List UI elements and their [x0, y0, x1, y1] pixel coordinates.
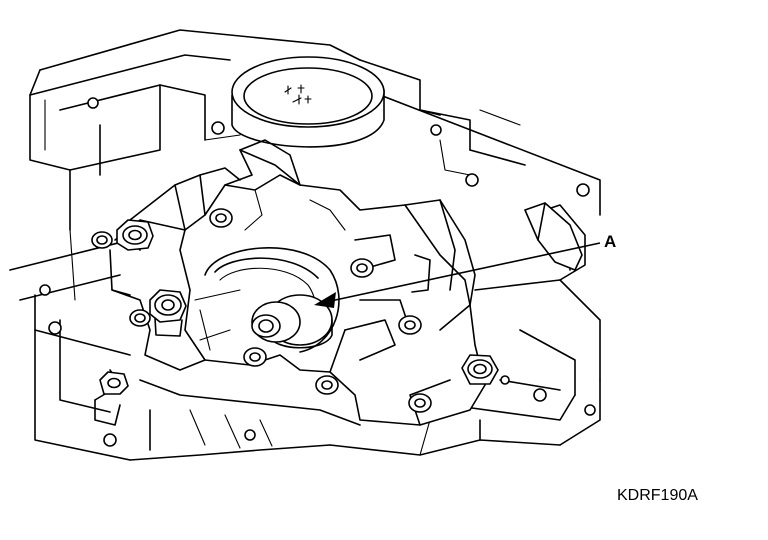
bolt	[209, 208, 233, 228]
bolt	[350, 258, 374, 278]
oil-filter-cap	[231, 56, 385, 148]
right-bracket	[524, 202, 583, 271]
bolts	[91, 208, 499, 413]
callout-arrow	[314, 242, 601, 308]
oil-pump-housing	[109, 139, 486, 426]
bolt	[116, 219, 154, 251]
engine-block-outline	[9, 29, 601, 461]
figure-code: KDRF190A	[617, 487, 698, 504]
cap-marking-glyphs	[284, 84, 312, 105]
bolt	[398, 315, 422, 335]
bolt	[243, 347, 267, 367]
block-holes	[39, 97, 596, 447]
bolt	[408, 393, 432, 413]
bolt	[129, 309, 151, 327]
bolt	[461, 354, 499, 385]
bolt	[99, 371, 129, 395]
callout-label-a: A	[604, 232, 617, 251]
bolt	[315, 375, 339, 395]
bolt	[91, 231, 113, 249]
bolt	[149, 289, 187, 337]
